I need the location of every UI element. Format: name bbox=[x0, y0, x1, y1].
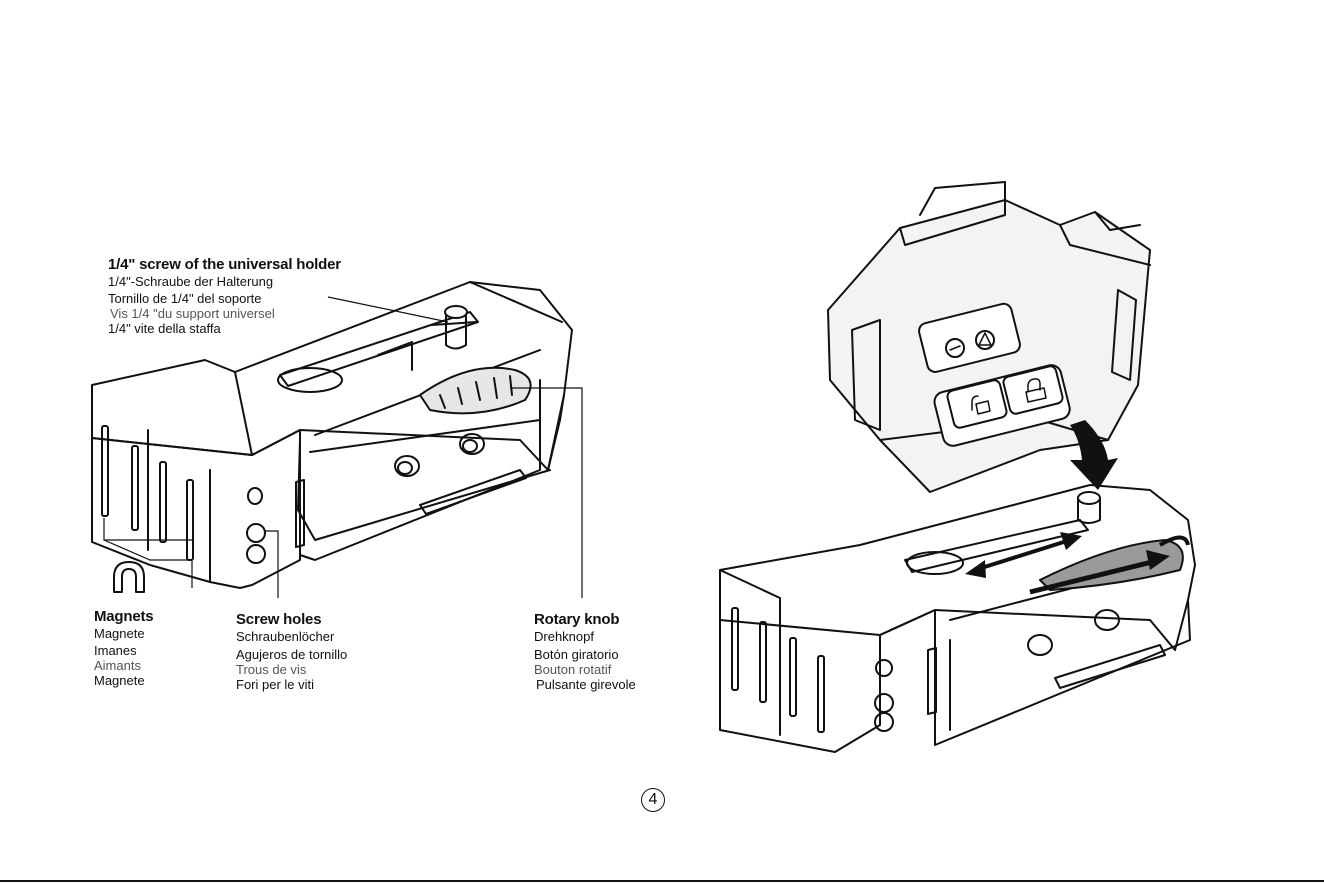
callout-magnets: Magnets Magnete Imanes Aimants Magnete bbox=[94, 608, 154, 688]
bottom-rule bbox=[0, 880, 1324, 882]
callout-screw-holes-es: Agujeros de tornillo bbox=[236, 647, 348, 662]
leader-screw bbox=[327, 296, 449, 323]
callout-screw-title: 1/4" screw of the universal holder bbox=[108, 256, 341, 273]
callout-magnets-title: Magnets bbox=[94, 608, 154, 625]
callout-screw-de: 1/4"-Schraube der Halterung bbox=[108, 274, 274, 289]
callout-screw-holes-title: Screw holes bbox=[236, 611, 322, 628]
callout-screw-fr: Vis 1/4 "du support universel bbox=[110, 306, 275, 321]
leader-screw-holes bbox=[265, 530, 279, 598]
callout-rotary-knob-es: Botón giratorio bbox=[534, 647, 619, 662]
magnet-slot-1 bbox=[101, 425, 109, 517]
callout-screw-it: 1/4" vite della staffa bbox=[108, 321, 221, 336]
laser-button-panel bbox=[918, 302, 1021, 373]
callout-magnets-es: Imanes bbox=[94, 643, 137, 658]
slide-arrow bbox=[965, 532, 1082, 578]
callout-rotary-knob: Rotary knob Drehknopf Botón giratorio Bo… bbox=[534, 611, 636, 692]
screw-hole-2 bbox=[246, 523, 266, 543]
magnet-slot-3 bbox=[159, 461, 167, 543]
screw-post bbox=[445, 311, 467, 350]
callout-screw-holes-fr: Trous de vis bbox=[236, 662, 307, 677]
callout-rotary-knob-fr: Bouton rotatif bbox=[534, 662, 612, 677]
callout-rotary-knob-de: Drehknopf bbox=[534, 629, 594, 644]
callout-magnets-de: Magnete bbox=[94, 626, 145, 641]
callout-screw-holes: Screw holes Schraubenlöcher Agujeros de … bbox=[236, 611, 347, 692]
screw-hole-1 bbox=[247, 487, 263, 505]
mounting-arrow bbox=[1070, 420, 1118, 490]
unlock-icon bbox=[971, 395, 991, 415]
holder-rail-slot bbox=[279, 311, 479, 387]
screw-hole-3 bbox=[246, 544, 266, 564]
rotary-knob-shape bbox=[419, 366, 532, 415]
page-number: 4 bbox=[641, 788, 665, 812]
callout-screw-holes-it: Fori per le viti bbox=[236, 677, 315, 692]
leader-knob bbox=[510, 387, 583, 598]
callout-magnets-it: Magnete bbox=[94, 673, 145, 688]
callout-screw-es: Tornillo de 1/4" del soporte bbox=[108, 291, 262, 306]
leader-magnets bbox=[103, 518, 193, 588]
callout-screw: 1/4" screw of the universal holder 1/4"-… bbox=[108, 256, 341, 336]
callout-screw-holes-de: Schraubenlöcher bbox=[236, 629, 335, 644]
holder-keyhole bbox=[277, 367, 343, 393]
rotate-arrow bbox=[1029, 535, 1190, 595]
lock-icon bbox=[1025, 378, 1047, 403]
callout-rotary-knob-title: Rotary knob bbox=[534, 611, 620, 628]
callout-magnets-fr: Aimants bbox=[94, 658, 141, 673]
magnet-icon bbox=[113, 561, 145, 593]
callout-rotary-knob-it: Pulsante girevole bbox=[536, 677, 636, 692]
magnet-slot-2 bbox=[131, 445, 139, 531]
holder-front-face bbox=[91, 394, 565, 541]
